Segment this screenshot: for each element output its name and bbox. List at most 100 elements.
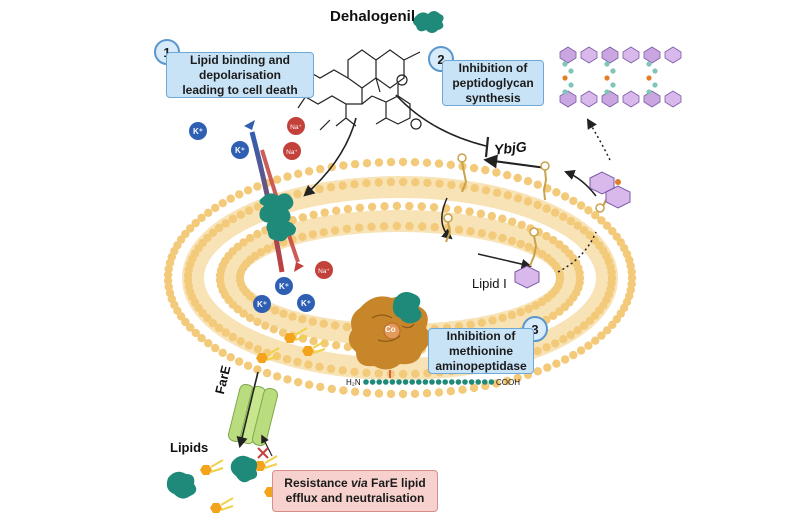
lipid-head <box>507 236 517 246</box>
lipid-head <box>261 321 270 330</box>
lipid-i-label: Lipid I <box>472 276 507 291</box>
carrier-chain <box>529 235 538 267</box>
lipid-head <box>533 367 542 376</box>
resistance-line1: Resistance via FarE lipid <box>284 476 425 491</box>
step-2-line3: synthesis <box>465 90 521 105</box>
step-1-line2: depolarisation <box>198 67 281 82</box>
lipid-head <box>374 369 383 378</box>
lipid-head <box>245 233 255 243</box>
lipid-head <box>418 222 427 231</box>
lipid-ii-precursor <box>589 171 631 209</box>
lipid-head <box>552 359 561 368</box>
lipid-head <box>332 341 341 350</box>
lipid-head <box>477 318 486 327</box>
glycan-sugar <box>601 90 619 108</box>
lipid-head <box>531 301 540 310</box>
lipid-head <box>627 273 637 283</box>
lipid-head <box>498 313 507 323</box>
lipid-head <box>320 208 329 217</box>
lipid-head <box>304 167 314 176</box>
step-2-line2: peptidoglycan <box>452 75 534 90</box>
lipid-tail <box>294 327 308 341</box>
lipid-head <box>566 216 575 226</box>
carrier-chain <box>445 221 452 243</box>
lipid-head <box>477 229 486 238</box>
peptide-bridge-bead <box>652 82 658 88</box>
lipid-head <box>516 239 525 249</box>
peptide-bridge-bead <box>610 68 616 74</box>
lipid-head <box>380 202 389 211</box>
lipid-head <box>338 366 347 375</box>
amino-acid-bead <box>468 379 475 385</box>
lipid-head <box>203 233 212 242</box>
lipid-head <box>559 212 568 221</box>
lipid-head <box>411 178 420 187</box>
glycan-sugar <box>559 46 577 64</box>
sodium-ion <box>283 142 301 160</box>
lipid-head <box>243 186 253 195</box>
lipid-head <box>576 346 586 355</box>
inhibition-line-ybjg <box>395 94 487 147</box>
lipid-head <box>410 389 420 398</box>
lipid-head <box>608 227 617 236</box>
lipid-head <box>239 238 248 247</box>
lipid-head <box>569 350 578 360</box>
lipid-head <box>304 360 313 369</box>
lipid-head <box>253 202 262 211</box>
amino-acid-bead <box>455 379 462 385</box>
potassium-ion <box>231 141 249 159</box>
amino-acid-bead <box>435 379 442 385</box>
lipid-head <box>551 208 560 217</box>
amino-acid-bead <box>402 379 409 385</box>
lipid-head <box>466 227 475 236</box>
peptide-bridge-bead <box>604 89 610 95</box>
lipid-head <box>204 208 213 217</box>
sodium-ion-label: Na⁺ <box>318 268 330 275</box>
lipid-molecule <box>210 503 222 513</box>
glycan-sugar <box>559 90 577 108</box>
glycan-sugar <box>664 46 682 64</box>
peptide-bridge-bead <box>646 75 652 81</box>
lipid-head <box>430 223 439 232</box>
potassium-ion-label: K⁺ <box>193 127 203 136</box>
lipid-head <box>282 355 292 364</box>
lipid-head <box>339 161 348 170</box>
lipid-head <box>367 202 377 212</box>
lipid-head <box>481 186 491 195</box>
lipid-head <box>573 326 582 335</box>
lipid-head <box>423 178 432 187</box>
lipid-head <box>446 387 455 396</box>
amino-acid-bead <box>462 379 468 385</box>
lipid-head <box>608 320 617 329</box>
lipid-head <box>513 173 522 183</box>
lipid-head <box>208 319 218 328</box>
lipid-head <box>343 204 353 214</box>
lipid-head <box>543 363 552 372</box>
dehalogenil-structure <box>295 49 422 131</box>
lipid-head <box>374 178 383 187</box>
lipid-head <box>374 158 384 167</box>
lipid-head <box>269 325 278 334</box>
carrier-chain <box>542 169 548 201</box>
lipid-head <box>422 158 432 167</box>
lipid-head <box>355 203 365 212</box>
lipid-head <box>308 317 317 326</box>
amino-acid-bead <box>396 379 402 385</box>
lipid-molecule <box>200 465 212 475</box>
lipid-head <box>492 379 501 388</box>
lipid-head <box>236 337 245 346</box>
membrane-tail-band <box>182 176 618 380</box>
lipid-head <box>308 230 317 239</box>
lipid-head <box>508 217 517 226</box>
lipid-head <box>271 306 280 315</box>
arrow-to-membrane <box>303 117 357 197</box>
lipid-head <box>298 213 308 222</box>
step-1-box: Lipid binding and depolarisation leading… <box>166 52 314 98</box>
lipid-head <box>392 201 402 211</box>
glycan-sugar <box>622 46 640 64</box>
sodium-ion <box>287 117 305 135</box>
lipid-head <box>298 315 307 324</box>
ybjg-arrow <box>483 154 547 169</box>
